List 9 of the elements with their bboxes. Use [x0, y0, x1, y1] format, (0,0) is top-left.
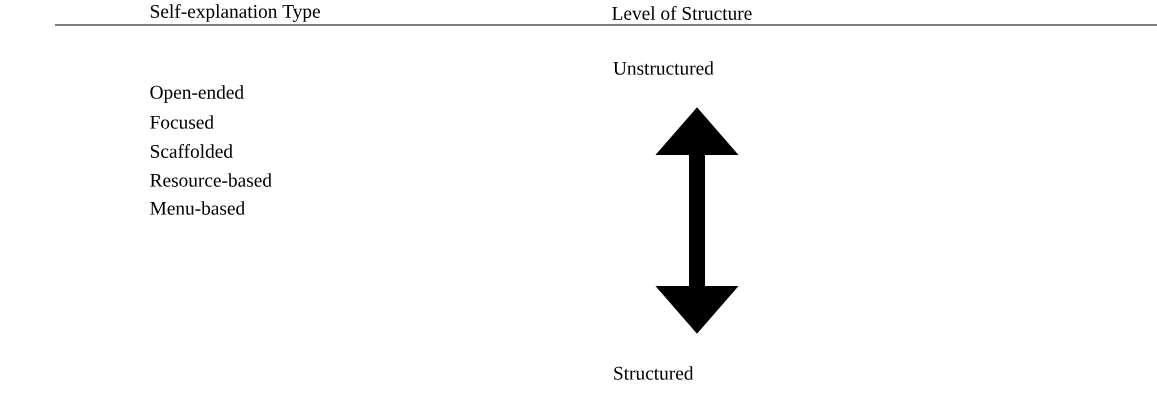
list-item: Resource-based: [150, 173, 272, 187]
list-item: Scaffolded: [150, 144, 233, 158]
list-item: Menu-based: [150, 201, 245, 215]
column-header: Self-explanation Type: [150, 4, 320, 22]
column-header: Level of Structure: [612, 6, 752, 20]
scale-end-label: Unstructured: [613, 61, 714, 75]
list-item: Focused: [150, 115, 214, 129]
list-item: Open-ended: [150, 85, 244, 103]
scale-end-label: Structured: [614, 366, 694, 380]
